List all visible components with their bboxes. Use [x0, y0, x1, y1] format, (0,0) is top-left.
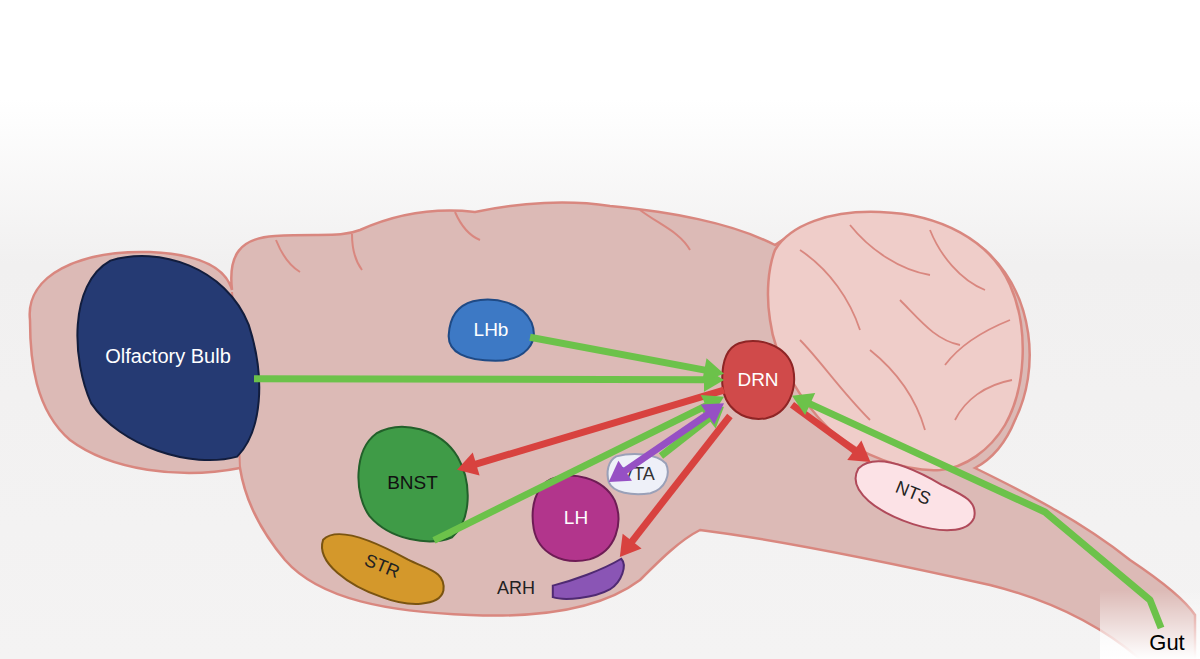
- region-outline: [322, 534, 444, 604]
- arrow-line: [631, 416, 730, 543]
- region-label: STR: [361, 550, 402, 583]
- nts-region: NTS: [848, 452, 978, 534]
- region-outline: [856, 462, 975, 531]
- gut-fade: [1100, 590, 1200, 659]
- bnst-region: BNST: [356, 424, 469, 542]
- arrow-line: [474, 390, 724, 464]
- lh-region: LH: [531, 474, 621, 562]
- region-outline: [608, 454, 668, 494]
- label-wrap: BNST: [356, 424, 469, 542]
- arrow-head: [704, 368, 724, 392]
- cortex-fold: [232, 210, 690, 468]
- projection-arrow: [792, 393, 1161, 628]
- arrow-head: [701, 395, 724, 417]
- region-label: VTA: [621, 464, 655, 485]
- region-label: LH: [564, 507, 588, 529]
- arrow-line: [530, 337, 706, 370]
- arrow-line: [808, 403, 1161, 628]
- projection-arrow: [530, 337, 724, 381]
- region-label: DRN: [737, 369, 778, 391]
- region-shape: [549, 553, 625, 601]
- arrow-head: [701, 403, 724, 424]
- arrow-line: [254, 379, 706, 380]
- arrow-line: [792, 405, 856, 452]
- olfactory-bulb: Olfactory Bulb: [72, 250, 264, 463]
- arrow-head: [792, 393, 815, 415]
- arrow-head: [609, 461, 632, 482]
- cerebellum: [768, 212, 1023, 470]
- region-outline: [358, 427, 467, 541]
- label-wrap: NTS: [848, 452, 978, 534]
- arrow-head: [457, 453, 480, 476]
- projection-arrow: [434, 395, 724, 540]
- arrow-head: [620, 534, 642, 557]
- region-outline: [533, 476, 619, 561]
- cerebellum-fold: [800, 225, 1012, 430]
- arrow-line: [624, 413, 710, 471]
- gut-label-node: Gut: [1136, 628, 1198, 658]
- region-label: Gut: [1149, 630, 1184, 656]
- arrow-head: [701, 407, 724, 429]
- arrow-line: [434, 405, 708, 540]
- projection-arrow: [609, 403, 724, 482]
- brain-outline: [30, 203, 1195, 659]
- label-wrap: LHb: [446, 298, 536, 362]
- region-label: NTS: [892, 477, 933, 510]
- region-outline: [77, 256, 259, 460]
- region-label: ARH: [497, 578, 535, 599]
- projection-arrow: [457, 390, 724, 475]
- vta-region: VTA: [607, 453, 669, 495]
- label-wrap: Gut: [1136, 628, 1198, 658]
- label-wrap: LH: [531, 474, 621, 562]
- region-outline: [553, 559, 624, 599]
- label-wrap: Olfactory Bulb: [72, 250, 264, 463]
- arrow-head: [847, 441, 870, 462]
- label-wrap: VTA: [607, 453, 669, 495]
- lhb-region: LHb: [446, 298, 536, 362]
- region-label: LHb: [474, 319, 509, 341]
- arh-region: ARH: [497, 553, 627, 601]
- arrow-line: [661, 418, 710, 456]
- str-region: STR: [318, 525, 446, 607]
- projection-arrow: [620, 416, 730, 557]
- label-wrap: ARH: [497, 553, 627, 601]
- region-outline: [449, 300, 534, 361]
- label-wrap: STR: [318, 525, 446, 607]
- region-outline: [722, 341, 794, 419]
- drn-region: DRN: [720, 340, 796, 420]
- region-label: Olfactory Bulb: [105, 345, 231, 368]
- projection-arrow: [661, 407, 724, 456]
- projection-arrow: [792, 405, 870, 462]
- region-label: BNST: [387, 472, 438, 494]
- label-wrap: DRN: [720, 340, 796, 420]
- arrow-head: [702, 358, 724, 382]
- projection-arrow: [254, 368, 724, 392]
